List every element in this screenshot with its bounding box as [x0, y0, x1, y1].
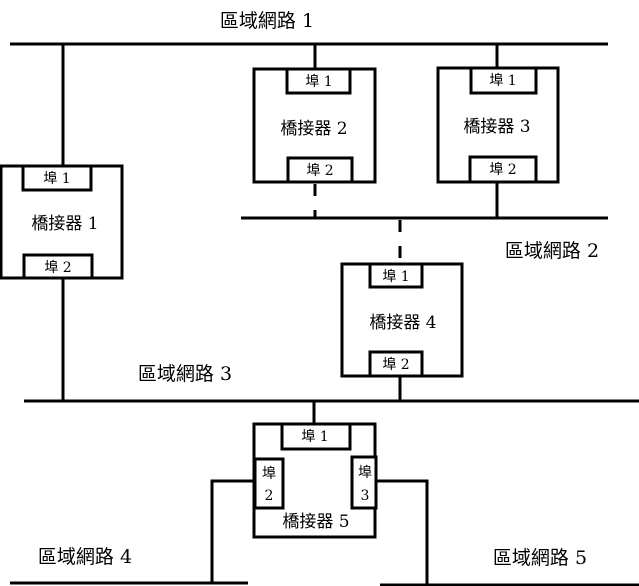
port-label: 埠 2	[489, 161, 516, 178]
port-label: 埠 2	[44, 259, 71, 276]
bridge-label: 橋接器 2	[280, 119, 347, 139]
lan4-label: 區域網路 4	[38, 546, 132, 568]
lan1-label: 區域網路 1	[220, 10, 314, 32]
bridge-label: 橋接器 5	[282, 512, 349, 532]
port-label: 埠	[358, 464, 372, 481]
bridge-2-port-1	[285, 67, 352, 95]
bridge-1: 埠 1 橋接器 1 埠 2	[0, 164, 124, 280]
port-label: 埠 2	[382, 356, 409, 373]
bridge-4-port-2	[368, 350, 424, 378]
port-label: 埠 1	[301, 428, 328, 445]
b5-lan4-link	[210, 479, 255, 583]
b5-lan5-link	[376, 479, 429, 585]
lan2-label: 區域網路 2	[505, 240, 599, 262]
bridge-5-port-1	[280, 422, 352, 451]
bridge-4: 埠 1 橋接器 4 埠 2	[340, 262, 464, 378]
bridge-3-port-2	[468, 155, 538, 184]
bridge-2-port-2	[286, 156, 354, 184]
port-label: 埠 1	[489, 72, 516, 89]
lan3-label: 區域網路 3	[138, 363, 232, 385]
lan5-label: 區域網路 5	[493, 547, 587, 569]
bridge-1-port-2	[22, 253, 94, 280]
port-number: 2	[265, 488, 274, 504]
bridge-1-port-1	[21, 164, 93, 192]
bridge-2: 埠 1 橋接器 2 埠 2	[252, 67, 377, 184]
port-label: 埠	[262, 465, 276, 482]
bridge-3: 埠 1 橋接器 3 埠 2	[436, 66, 560, 184]
port-label: 埠 2	[306, 162, 333, 179]
bridge-label: 橋接器 4	[369, 313, 436, 333]
bridge-5: 埠 1 埠 2 埠 3 橋接器 5	[252, 422, 378, 539]
bridge-5-port-2	[253, 457, 285, 510]
bridge-label: 橋接器 1	[31, 214, 98, 234]
port-number: 3	[361, 488, 370, 504]
port-label: 埠 1	[382, 268, 409, 285]
port-label: 埠 1	[305, 73, 332, 90]
bridge-4-port-1	[368, 262, 424, 289]
port-label: 埠 1	[43, 170, 70, 187]
bridge-5-port-3	[350, 455, 378, 510]
bridge-3-port-1	[469, 66, 538, 95]
bridge-label: 橋接器 3	[463, 117, 530, 137]
